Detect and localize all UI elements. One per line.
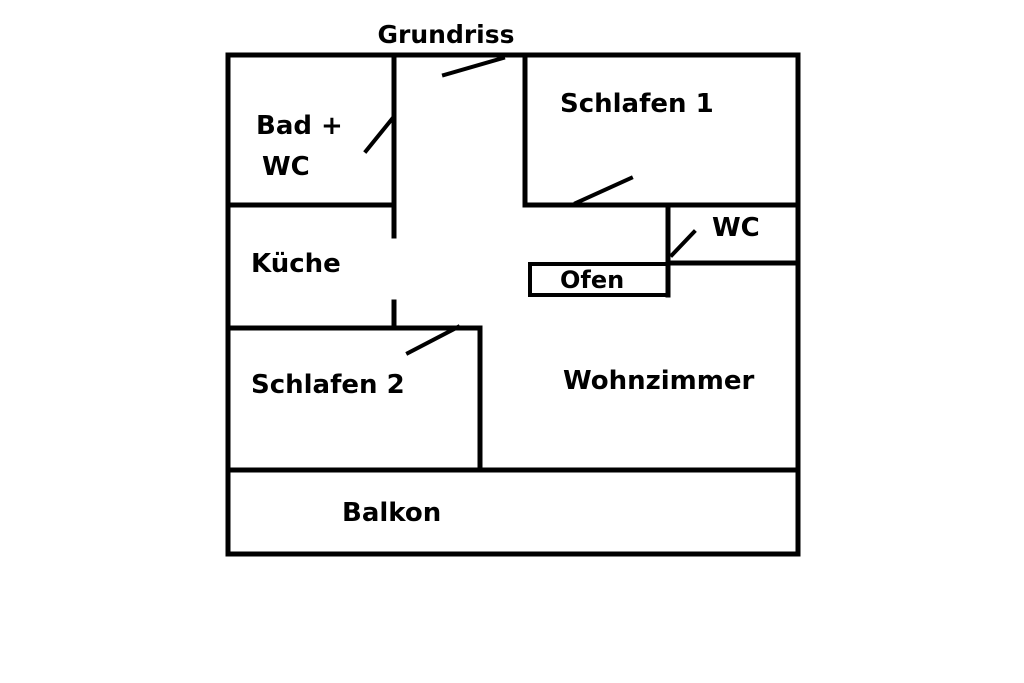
oven-box xyxy=(528,262,670,297)
balcony-label: Balkon xyxy=(342,498,441,528)
bedroom2-door xyxy=(405,324,461,356)
interior-walls xyxy=(225,52,801,473)
oven-label: Ofen xyxy=(560,266,624,294)
wc-door xyxy=(669,229,697,258)
kitchen-label: Küche xyxy=(251,249,341,279)
wc-label: WC xyxy=(712,213,760,243)
entrance-door xyxy=(441,55,506,78)
bath-label-line2: WC xyxy=(262,152,310,182)
plan-title: Grundriss xyxy=(378,20,515,49)
bath-door xyxy=(363,116,395,154)
bath-label-line1: Bad + xyxy=(256,111,343,141)
doors xyxy=(363,55,697,356)
living-room-label: Wohnzimmer xyxy=(563,366,754,396)
bedroom1-label: Schlafen 1 xyxy=(560,89,714,119)
bedroom1-door xyxy=(573,175,634,206)
bedroom2-label: Schlafen 2 xyxy=(251,370,405,400)
